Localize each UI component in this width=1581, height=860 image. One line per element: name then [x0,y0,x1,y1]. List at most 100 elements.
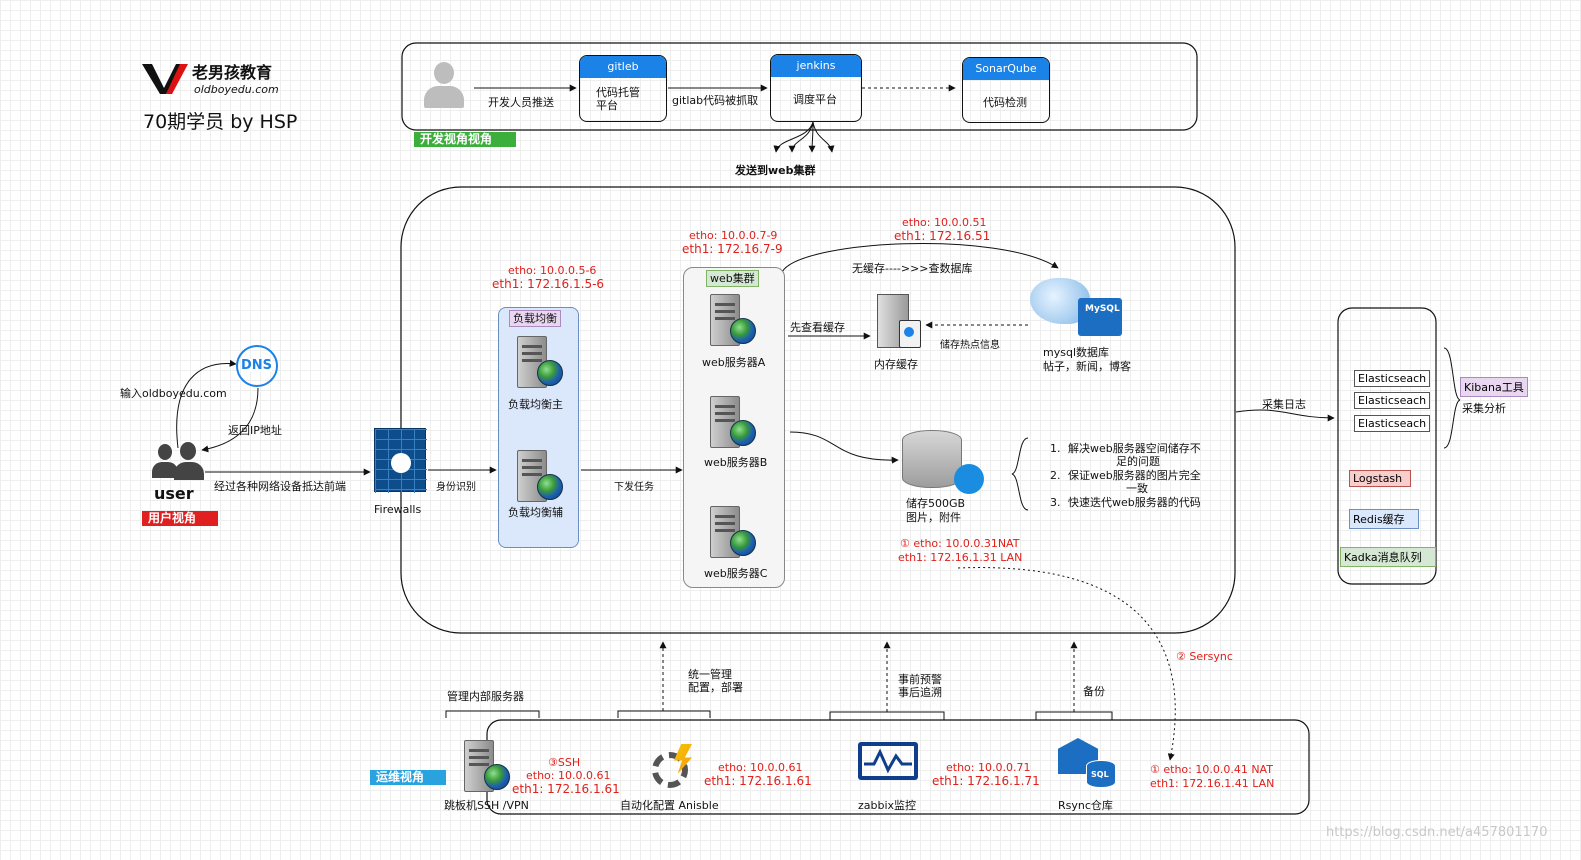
rsync-label: Rsync仓库 [1058,799,1113,812]
db-ip1: eth1: 172.16.51 [894,229,991,243]
alert-label: 事前预警 事后追溯 [898,673,942,699]
lb-ip1: eth1: 172.16.1.5-6 [492,277,605,291]
kafka-label: Kadka消息队列 [1340,547,1436,567]
user-label: user [154,484,194,503]
storage-note-3: 快速迭代web服务器的代码 [1068,496,1201,509]
jenkins-node[interactable]: jenkins 调度平台 [770,54,862,122]
analysis-label: 采集分析 [1462,402,1506,415]
firewall-label: Firewalls [374,503,422,516]
firewall-icon [374,428,427,493]
ansible-ip0: etho: 10.0.0.61 [718,761,803,774]
gitlab-node[interactable]: gitleb 代码托管 平台 [579,55,667,122]
dev-section-label: 开发视角视角 [414,132,516,147]
jump-server-icon [460,738,510,794]
lb-group: 负载均衡 负载均衡主 负载均衡辅 [498,307,579,548]
elasticsearch-2: Elasticseach [1354,392,1431,409]
storage-note-3-num: 3. [1050,496,1061,509]
backup-label: 备份 [1083,685,1105,698]
redis-label: Redis缓存 [1349,509,1419,529]
web-server-a-label: web服务器A [702,356,766,369]
user-section-label: 用户视角 [142,511,218,526]
dns-query-label: 输入oldboyedu.com [120,387,227,400]
jump-ssh-label: ③SSH [548,756,581,769]
logo-mark [142,62,192,94]
rsync-ip1: eth1: 172.16.1.41 LAN [1150,777,1275,790]
dns-icon: DNS [236,345,278,387]
store-hot-label: 储存热点信息 [940,340,1000,351]
rsync-ip0: ① etho: 10.0.0.41 NAT [1150,763,1273,776]
web-server-b-label: web服务器B [704,456,768,469]
sonarqube-title: SonarQube [963,58,1049,80]
storage-note-2-cont: 一致 [1126,482,1148,495]
kibana-label: Kibana工具 [1460,377,1528,397]
sersync-label: ② Sersync [1176,650,1233,663]
logstash-label: Logstash [1349,470,1411,487]
logo-brand: 老男孩教育 [192,63,273,82]
collect-logs-label: 采集日志 [1262,398,1306,411]
storage-desc: 图片，附件 [906,511,961,524]
zabbix-ip1: eth1: 172.16.1.71 [932,774,1040,788]
dns-return-label: 返回IP地址 [228,424,282,437]
web-cluster-title: web集群 [706,270,759,287]
web-ip1: eth1: 172.16.7-9 [682,242,783,256]
gitlab-fetch-label: gitlab代码被抓取 [672,94,759,107]
zabbix-monitor-icon [858,742,918,780]
jenkins-body: 调度平台 [793,93,837,106]
mysql-logo-text: MySQL [1085,304,1120,314]
dev-container [401,42,1198,131]
jump-label: 跳板机SSH /VPN [444,799,529,812]
web-ip0: etho: 10.0.0.7-9 [689,229,778,242]
auth-label: 身份识别 [436,482,476,493]
storage-note-1: 解决web服务器空间储存不 [1068,442,1201,455]
ops-section-label: 运维视角 [370,770,446,785]
memory-cache-label: 内存缓存 [874,358,918,371]
rsync-sql-text: SQL [1091,770,1109,779]
lb-backup-server-icon [513,448,563,504]
gitlab-body: 代码托管 平台 [596,86,640,112]
lb-master-server-icon [513,334,563,390]
dispatch-label: 下发任务 [614,482,654,493]
web-server-c-icon [706,504,756,560]
storage-note-1-num: 1. [1050,442,1061,455]
route-label: 经过各种网络设备抵达前端 [214,480,346,493]
mysql-desc: 帖子，新闻，博客 [1043,360,1131,373]
storage-note-2: 保证web服务器的图片完全 [1068,469,1201,482]
mysql-icon: MySQL [1030,270,1124,336]
jump-ip0: etho: 10.0.0.61 [526,769,611,782]
logo-subtitle: 70期学员 by HSP [143,111,298,133]
web-cluster-group: web集群 web服务器A web服务器B web服务器C [683,267,785,588]
watermark: https://blog.csdn.net/a457801170 [1326,825,1548,840]
zabbix-label: zabbix监控 [858,799,917,812]
mysql-label: mysql数据库 [1043,346,1109,359]
send-web-label: 发送到web集群 [735,164,816,177]
sonarqube-node[interactable]: SonarQube 代码检测 [962,57,1050,123]
web-server-a-icon [706,292,756,348]
gitlab-title: gitleb [580,56,666,78]
storage-ip1: eth1: 172.16.1.31 LAN [898,551,1023,564]
main-container [400,186,1236,634]
lb-master-label: 负载均衡主 [508,398,563,411]
dns-text: DNS [241,358,273,373]
lb-backup-label: 负载均衡辅 [508,506,563,519]
unify-label: 统一管理 配置，部署 [688,668,743,694]
elasticsearch-1: Elasticseach [1354,370,1431,387]
memory-cache-icon [875,290,921,350]
sonarqube-body: 代码检测 [983,96,1027,109]
storage-ip0: ① etho: 10.0.0.31NAT [900,537,1020,550]
ansible-ip1: eth1: 172.16.1.61 [704,774,812,788]
developer-push-label: 开发人员推送 [488,96,554,109]
logo-site: oldboyedu.com [194,83,279,96]
web-server-b-icon [706,394,756,450]
manage-internal-label: 管理内部服务器 [447,690,524,703]
storage-icon [900,428,988,494]
rsync-warehouse-icon: SQL [1058,738,1116,788]
developer-person-icon [422,62,466,110]
jump-ip1: eth1: 172.16.1.61 [512,782,620,796]
storage-note-2-num: 2. [1050,469,1061,482]
lb-title: 负载均衡 [509,310,561,327]
jenkins-title: jenkins [771,55,861,77]
ansible-gear-icon [650,744,696,790]
lb-ip0: etho: 10.0.0.5-6 [508,264,597,277]
